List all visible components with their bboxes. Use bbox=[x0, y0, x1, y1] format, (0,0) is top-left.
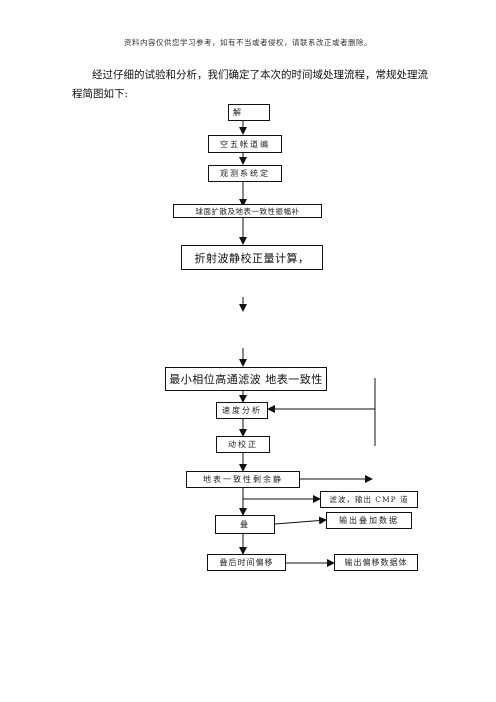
step-label: 动校正 bbox=[228, 440, 258, 449]
step-label: 速度分析 bbox=[222, 406, 262, 415]
step-label: 地表一致性剩余静 bbox=[203, 475, 283, 484]
step-label: 解 bbox=[233, 108, 243, 117]
step-box-channel-edit: 空五帐道编 bbox=[208, 135, 282, 153]
step-box-decode: 解 bbox=[228, 104, 270, 121]
step-box-post-stack-migration: 叠后时间偏移 bbox=[207, 554, 286, 571]
step-label: 叠后时间偏移 bbox=[219, 558, 274, 567]
step-label: 输出偏移数据体 bbox=[344, 558, 408, 567]
step-label: 折射波静校正量计算， bbox=[194, 251, 310, 265]
step-box-stack: 叠 bbox=[215, 515, 275, 534]
step-label: 输出叠加数据 bbox=[339, 516, 399, 525]
header-disclaimer: 资料内容仅供您学习参考，如有不当或者侵权，请联系改正或者删除。 bbox=[124, 38, 372, 47]
step-box-output-stack: 输出叠加数据 bbox=[326, 512, 412, 529]
intro-paragraph: 经过仔细的试验和分析，我们确定了本次的时间域处理流程，常规处理流程简图如下: bbox=[72, 66, 432, 104]
step-box-amplitude-compensation: 球面扩散及地表一致性振幅补 bbox=[173, 204, 322, 218]
step-label: 滤波，输出 CMP 道 bbox=[329, 495, 409, 504]
step-box-velocity-analysis: 速度分析 bbox=[216, 402, 268, 419]
step-box-output-migration: 输出偏移数据体 bbox=[334, 554, 418, 571]
step-label: 球面扩散及地表一致性振幅补 bbox=[195, 206, 300, 216]
step-label: 观测系统定 bbox=[220, 169, 270, 178]
step-box-nmo: 动校正 bbox=[216, 436, 270, 453]
arrow-b11-b12 bbox=[274, 516, 327, 525]
step-box-filter-cmp: 滤波，输出 CMP 道 bbox=[320, 491, 418, 508]
step-label: 最小相位高通滤波 地表一致性 bbox=[169, 373, 323, 386]
step-box-residual-statics: 地表一致性剩余静 bbox=[186, 471, 300, 488]
step-box-highpass-filter: 最小相位高通滤波 地表一致性 bbox=[165, 367, 327, 391]
intro-text: 经过仔细的试验和分析，我们确定了本次的时间域处理流程，常规处理流程简图如下: bbox=[72, 69, 428, 100]
step-label: 叠 bbox=[240, 520, 250, 529]
step-label: 空五帐道编 bbox=[220, 139, 270, 149]
step-box-geometry: 观测系统定 bbox=[208, 165, 282, 182]
step-box-refraction-statics: 折射波静校正量计算， bbox=[181, 245, 323, 270]
